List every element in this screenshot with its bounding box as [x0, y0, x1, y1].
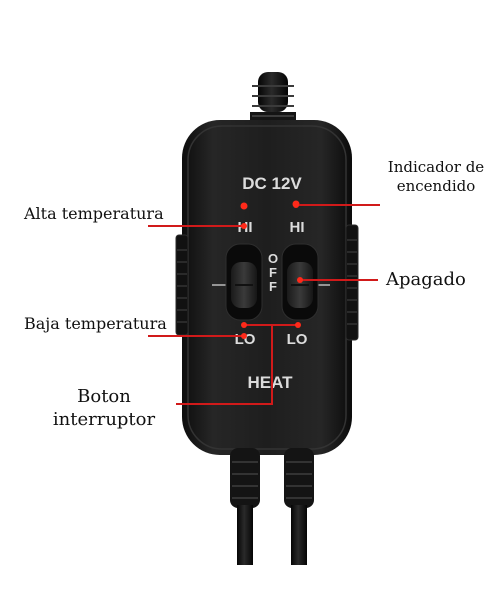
callout-baja-temperatura: Baja temperatura — [24, 314, 167, 333]
hi-label-right: HI — [290, 219, 305, 236]
voltage-label: DC 12V — [242, 174, 302, 193]
indicator-led-left — [240, 202, 248, 210]
callout-indicador-encendido: Indicador de encendido — [382, 158, 490, 196]
leader-dot-baja — [241, 333, 247, 339]
off-label-vertical: OFF — [266, 252, 280, 294]
lo-label-right: LO — [287, 331, 308, 348]
leader-dot-apagado — [297, 277, 303, 283]
leader-dot-boton-right — [295, 322, 301, 328]
heat-label: HEAT — [247, 373, 293, 392]
callout-alta-temperatura: Alta temperatura — [24, 204, 164, 223]
callout-apagado: Apagado — [386, 269, 466, 290]
off-text: OFF — [267, 251, 279, 294]
leader-dot-alta — [241, 223, 247, 229]
left-slide-switch — [225, 243, 263, 321]
callout-boton-interruptor: Boton interruptor — [50, 386, 158, 431]
callout-indicador-line2: encendido — [396, 176, 476, 195]
callout-boton-line2: interruptor — [52, 408, 156, 430]
leader-boton — [176, 324, 273, 405]
controller-body — [175, 120, 359, 455]
bottom-cables — [230, 448, 314, 565]
callout-boton-line1: Boton — [77, 386, 131, 407]
leader-dot-indicador — [293, 202, 299, 208]
leader-lines — [148, 204, 380, 405]
callout-indicador-line1: Indicador de — [387, 158, 485, 176]
leader-dot-boton-left — [241, 322, 247, 328]
